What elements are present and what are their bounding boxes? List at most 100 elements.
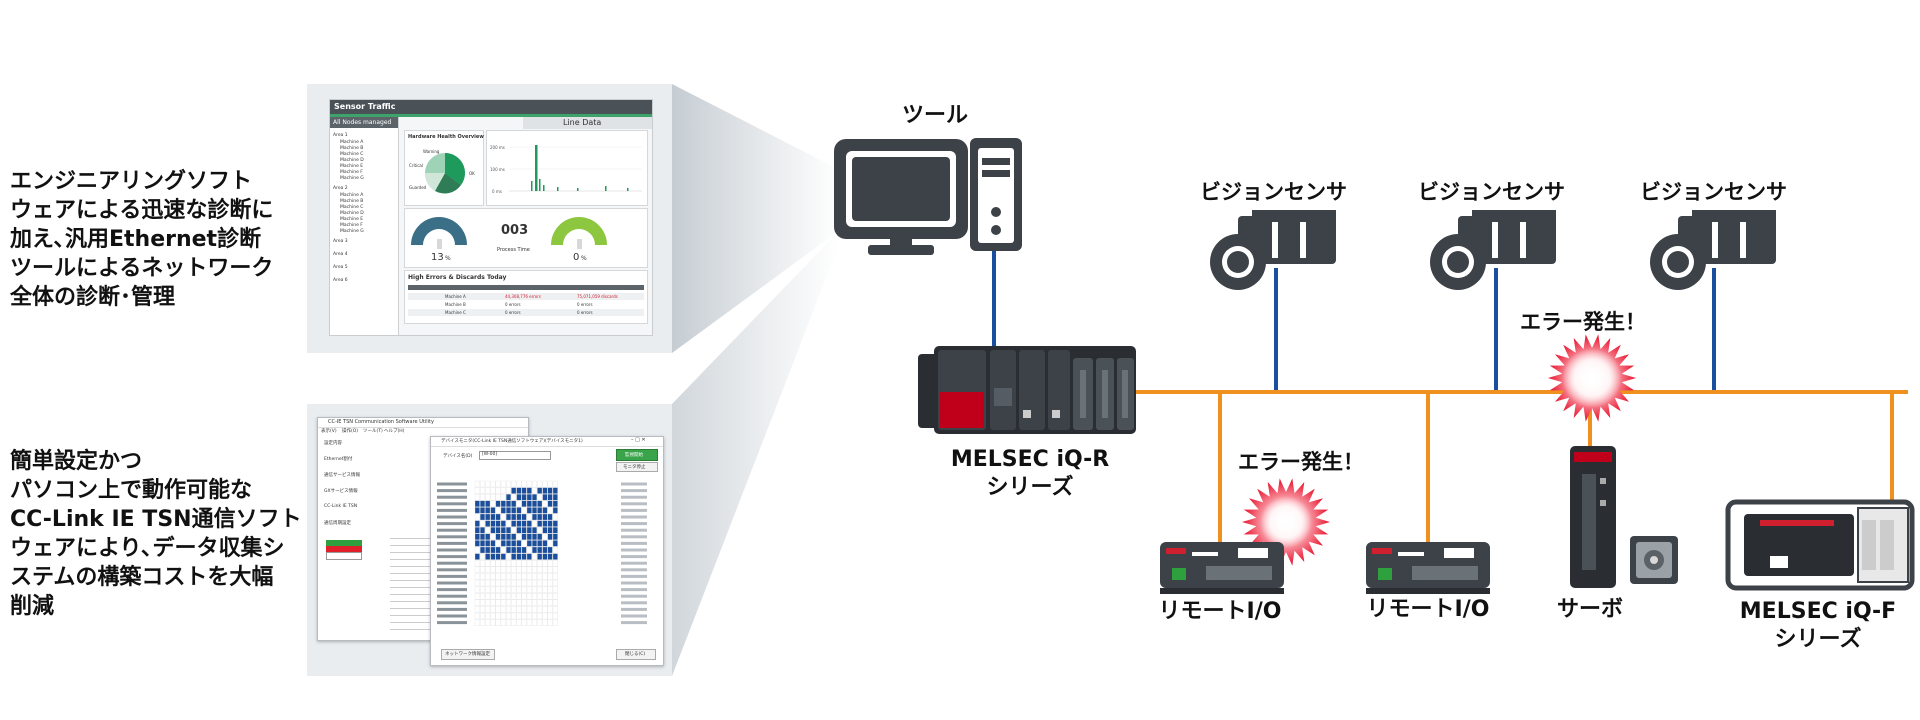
label-tool: ツール — [901, 103, 968, 128]
bit-cell — [537, 586, 543, 593]
menu-tools[interactable]: ツール(T) — [363, 429, 383, 434]
bit-cell — [547, 527, 553, 534]
bit-row-value — [621, 489, 647, 493]
sidebar-machine-item[interactable]: Machine D — [340, 158, 364, 163]
bit-row-label — [437, 607, 467, 611]
dashboard-tab-line-data[interactable]: Line Data — [523, 117, 652, 129]
bit-cell — [500, 573, 506, 580]
bit-cell — [506, 599, 511, 606]
monitor-stop-button[interactable]: モニタ停止 — [616, 462, 658, 472]
bit-cell — [500, 480, 506, 488]
bit-cell — [474, 507, 480, 514]
sidebar-machine-item[interactable]: Machine F — [340, 170, 363, 175]
bit-cell — [521, 553, 527, 560]
sidebar-area-item[interactable]: Area 4 — [333, 252, 348, 257]
utility-side-item[interactable]: GXサービス情報 — [324, 489, 358, 494]
menu-view[interactable]: 表示(V) — [321, 429, 337, 434]
utility-side-item[interactable]: Ethernet割付 — [324, 457, 353, 462]
sidebar-machine-item[interactable]: Machine G — [340, 176, 364, 181]
sidebar-machine-item[interactable]: Machine C — [340, 205, 364, 210]
bit-cell — [547, 500, 553, 507]
bit-cell — [521, 606, 527, 613]
sidebar-machine-item[interactable]: Machine A — [340, 193, 364, 198]
device-bit-grid — [437, 480, 647, 626]
bit-cell — [516, 480, 522, 488]
window-controls[interactable]: – □ ✕ — [631, 437, 646, 443]
bit-cell — [516, 527, 522, 534]
bit-row-label — [437, 548, 467, 552]
traffic-bar — [577, 188, 579, 191]
sidebar-area-item[interactable]: Area 2 — [333, 186, 348, 191]
bit-cell — [495, 553, 501, 560]
plc-f-icon — [1725, 499, 1915, 591]
bit-cell — [495, 480, 501, 488]
bit-cell — [542, 507, 548, 514]
traffic-bar — [557, 187, 559, 191]
bit-cell — [521, 560, 527, 567]
sidebar-machine-item[interactable]: Machine E — [340, 164, 364, 169]
bit-cell — [511, 513, 517, 521]
bit-row-label — [437, 555, 467, 559]
bit-cell — [547, 546, 553, 554]
bit-cell — [521, 480, 527, 488]
bit-cell — [495, 487, 501, 494]
sidebar-machine-item[interactable]: Machine C — [340, 152, 364, 157]
utility-side-item[interactable]: 通信サービス情報 — [324, 473, 360, 478]
bit-cell — [474, 533, 480, 540]
bit-cell — [521, 619, 527, 626]
bit-cell — [547, 553, 553, 560]
sidebar-machine-item[interactable]: Machine F — [340, 223, 363, 228]
bit-cell — [521, 573, 527, 580]
bit-cell — [511, 546, 517, 554]
network-settings-button[interactable]: ネットワーク情報設定 — [441, 649, 495, 660]
bar-tick-100: 100 ms — [490, 167, 505, 172]
bit-row-label — [437, 528, 467, 532]
errors-cell-machine: Machine A — [445, 294, 466, 299]
sidebar-area-item[interactable]: Area 5 — [333, 265, 348, 270]
bit-cell — [516, 553, 522, 560]
utility-side-item[interactable]: CC-Link IE TSN — [324, 504, 358, 509]
bit-cell — [532, 513, 537, 521]
bit-cell — [526, 579, 532, 587]
sidebar-machine-item[interactable]: Machine B — [340, 146, 364, 151]
bit-cell — [521, 520, 527, 527]
bit-cell — [537, 533, 543, 540]
bit-cell — [480, 612, 485, 620]
bit-cell — [490, 507, 496, 514]
bit-cell — [506, 579, 511, 587]
bit-cell — [521, 500, 527, 507]
bit-cell — [495, 619, 501, 626]
bit-cell — [532, 599, 537, 606]
utility-side-item[interactable]: 設定内容 — [324, 441, 342, 446]
monitor-start-button[interactable]: 監視開始 — [616, 449, 658, 461]
sidebar-machine-item[interactable]: Machine G — [340, 229, 364, 234]
bit-cell — [480, 520, 485, 527]
sidebar-machine-item[interactable]: Machine A — [340, 140, 364, 145]
sidebar-machine-item[interactable]: Machine B — [340, 199, 364, 204]
bit-cell — [506, 540, 511, 547]
device-select[interactable]: [W-00] — [479, 451, 551, 460]
gauge-left-needle — [437, 239, 442, 249]
sidebar-machine-item[interactable]: Machine E — [340, 217, 364, 222]
label-plc-r: MELSEC iQ-R シリーズ — [950, 447, 1110, 500]
bit-row-label — [437, 508, 467, 512]
bit-cell — [547, 573, 553, 580]
sidebar-area-item[interactable]: Area 1 — [333, 133, 348, 138]
sidebar-machine-item[interactable]: Machine D — [340, 211, 364, 216]
sidebar-area-item[interactable]: Area 3 — [333, 239, 348, 244]
bit-cell — [480, 553, 485, 560]
sidebar-area-item[interactable]: Area 6 — [333, 278, 348, 283]
close-button[interactable]: 閉じる(C) — [616, 649, 656, 660]
gauge-left-arc — [411, 217, 467, 245]
bit-cell — [516, 507, 522, 514]
menu-operate[interactable]: 操作(O) — [342, 429, 359, 434]
bit-cell — [521, 579, 527, 587]
bit-cell — [521, 507, 527, 514]
utility-side-item[interactable]: 通信周期設定 — [324, 521, 351, 526]
bit-cell — [506, 487, 511, 494]
bit-cell — [495, 560, 501, 567]
bit-cell — [521, 487, 527, 494]
bit-cell — [474, 593, 480, 600]
menu-help[interactable]: ヘルプ(H) — [384, 429, 405, 434]
bit-cell — [526, 520, 532, 527]
